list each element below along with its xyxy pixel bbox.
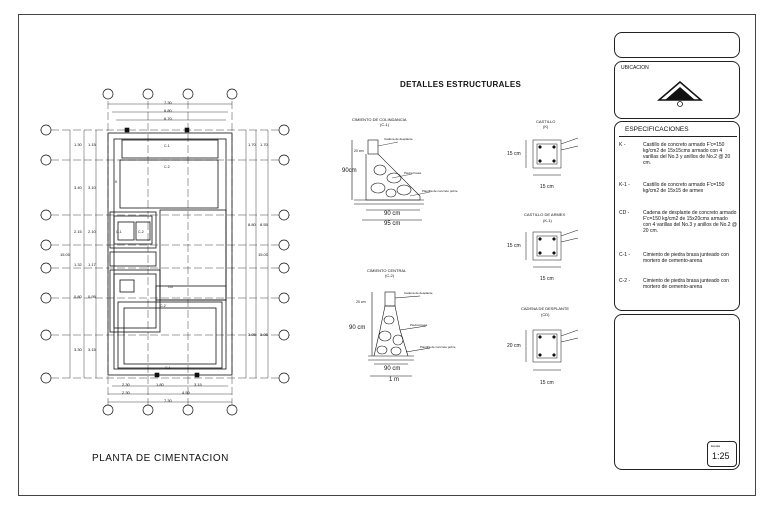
details-title: DETALLES ESTRUCTURALES [400,80,522,89]
dim-bottom-1: 2.30 [122,382,130,387]
plan-label: C-1 [165,366,171,370]
dim-bottom-4: 2.30 [122,390,130,395]
c2-note: Plantilla de concreto pobre [420,345,456,349]
plan-label: C-2 [160,304,166,308]
c2-h2: 20 cm [356,300,366,304]
c1-note: Cadena de desplante [384,137,413,141]
title-block-top [614,32,740,58]
dim-left-2: 1.15 [88,142,96,147]
c1-w2: 95 cm [384,221,401,227]
dim-bottom-6: 7.30 [164,398,172,403]
drawing-sheet [18,14,756,496]
c1-height: 90cm [342,168,357,174]
dim-right-2: 1.70 [260,142,268,147]
dim-right-total: 15.00 [258,252,269,257]
cd-sub: (CD) [541,312,550,317]
c1-h2: 20 cm [354,149,364,153]
dim-bottom-5: 4.50 [182,390,190,395]
dim-right-4: 8.55 [260,222,268,227]
c1-sub: (C-1) [380,122,390,127]
spec-code: K - [619,142,626,148]
plan-label: CD [168,285,174,289]
k1-side: 15 cm [507,243,521,249]
especificaciones-panel: ESPECIFICACIONES K - Castillo de concret… [614,121,740,311]
dim-top-2: 6.80 [164,108,172,113]
dim-left-11: 3.30 [74,347,82,352]
c1-title: CIMIENTO DE COLINDANCIA [352,117,407,122]
dim-left-10: 0.95 [88,294,96,299]
plan-label: C-2 [138,230,144,234]
c1-note: Piedra brasa [404,171,422,175]
cd-bottom: 15 cm [540,380,554,386]
c2-note: Piedra brasa [410,323,428,327]
spec-code: K-1 - [619,182,630,188]
dim-left-total: 15.00 [60,252,71,257]
cd-side: 20 cm [507,343,521,349]
k-side: 15 cm [507,151,521,157]
k-sub: (K) [543,124,549,129]
c2-height: 90 cm [349,325,366,331]
spec-code: C-2 - [619,278,631,284]
dim-top-1: 7.30 [164,100,172,105]
dim-left-3: 3.40 [74,185,82,190]
spec-text: Castillo de concreto armado F'c=150 kg/c… [643,182,725,194]
dim-left-5: 2.15 [74,229,82,234]
scale-label: Escala [711,444,721,448]
section-c1 [351,139,424,221]
plan-title: PLANTA DE CIMENTACION [92,453,229,464]
dim-left-4: 3.10 [88,185,96,190]
spec-text: Cimiento de piedra brasa junteado con mo… [643,252,729,264]
escala-panel: Escala 1:25 [614,314,740,470]
scale-value: 1:25 [712,451,730,461]
dim-left-9: 0.80 [74,294,82,299]
ubicacion-title: UBICACION [621,65,649,71]
c2-sub: (C-2) [385,273,395,278]
ubicacion-panel: UBICACION [614,61,740,119]
plan-label: C-1 [164,144,170,148]
dim-left-1: 1.30 [74,142,82,147]
spec-text: Cadena de desplante de concreto armado F… [643,210,738,234]
plan-label: C-1 [116,230,122,234]
dim-right-6: 3.05 [260,332,268,337]
dim-right-1: 1.70 [248,142,256,147]
c2-note: Cadena de desplante [404,291,433,295]
dim-left-8: 1.17 [88,262,96,267]
k-title: CASTILLO [536,119,556,124]
c1-w1: 90 cm [384,211,401,217]
spec-code: C-1 - [619,252,631,258]
k-bottom: 15 cm [540,184,554,190]
c2-w1: 90 cm [384,366,401,372]
spec-text: Cimiento de piedra brasa junteado con mo… [643,278,729,290]
dim-right-3: 8.80 [248,222,256,227]
cd-title: CADENA DE DESPLANTE [521,306,570,311]
section-c2 [368,291,431,377]
dim-bottom-2: 1.80 [156,382,164,387]
plan-outer-wall [107,132,233,376]
dim-right-5: 3.05 [248,332,256,337]
plan-label: C-2 [164,165,170,169]
especificaciones-title: ESPECIFICACIONES [625,126,689,133]
k1-bottom: 15 cm [540,276,554,282]
c2-w2: 1 m [389,377,400,383]
c2-title: CIMIENTO CENTRAL [367,268,407,273]
dim-bottom-3: 3.15 [194,382,202,387]
spec-code: CD - [619,210,630,216]
dim-left-7: 1.32 [74,262,82,267]
plan-label: K [115,180,118,184]
k1-title: CASTILLO DE ARMEX [524,212,566,217]
c1-note: Plantilla de concreto pobre [422,189,458,193]
dim-left-6: 2.10 [88,229,96,234]
dim-top-3: 6.70 [164,116,172,121]
location-map-icon [656,81,704,107]
k1-sub: (K-1) [543,218,552,223]
dim-left-12: 3.15 [88,347,96,352]
spec-text: Castillo de concreto armado F'c=150 kg/c… [643,142,731,166]
scale-box: Escala 1:25 [707,441,737,467]
